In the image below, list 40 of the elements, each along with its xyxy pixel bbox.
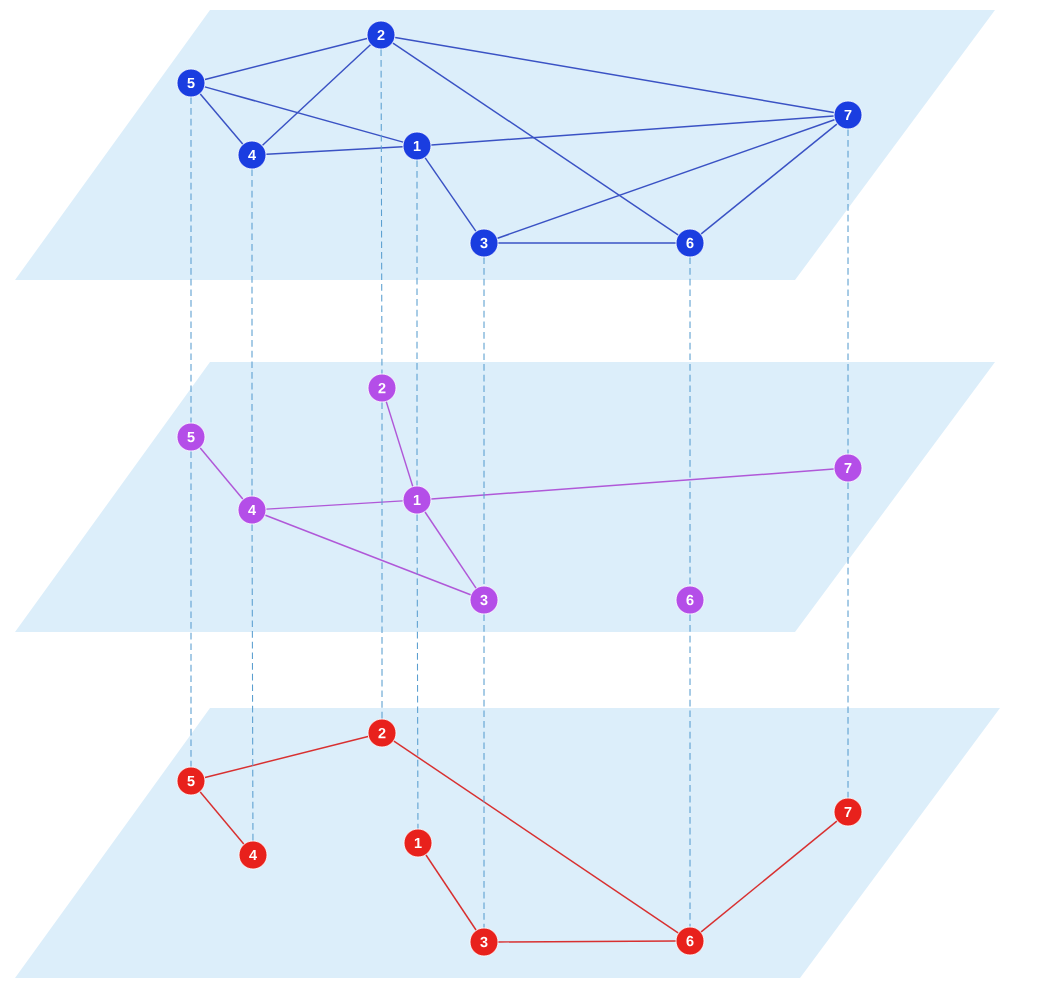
edge-line (265, 146, 404, 155)
edge-line (199, 791, 245, 845)
edge-line (430, 468, 835, 500)
edge-line (199, 93, 244, 145)
dashed-line (483, 256, 485, 587)
dashed-line (689, 613, 691, 928)
edge-line (424, 157, 477, 232)
edge-line (425, 854, 477, 931)
edge-line (264, 514, 472, 596)
dashed-line (190, 450, 192, 768)
edge-line (204, 37, 368, 81)
edge-line (430, 115, 835, 146)
plane (15, 10, 995, 280)
edge-line (700, 820, 838, 933)
edge-line (199, 447, 244, 500)
edge-line (496, 119, 836, 239)
edge-line (385, 401, 414, 487)
dashed-line (847, 481, 849, 799)
edge-line (392, 42, 679, 236)
plane (15, 362, 995, 632)
dashed-line (847, 128, 849, 455)
edge-line (700, 123, 838, 235)
edge-line (204, 735, 369, 779)
dashed-line (416, 159, 418, 487)
edge-line (204, 86, 404, 143)
dashed-line (416, 513, 419, 830)
dashed-line (381, 401, 383, 720)
edge-line (497, 940, 677, 943)
dashed-line (190, 96, 192, 424)
dashed-line (689, 256, 691, 587)
edge-line (393, 740, 679, 934)
edge-line (265, 500, 404, 510)
edge-line (394, 36, 835, 114)
dashed-line (483, 613, 485, 929)
edge-line (261, 44, 372, 146)
edge-line (497, 242, 677, 244)
dashed-line (380, 48, 383, 375)
edge-line (424, 511, 477, 589)
dashed-line (251, 523, 254, 842)
plane (15, 708, 1000, 978)
